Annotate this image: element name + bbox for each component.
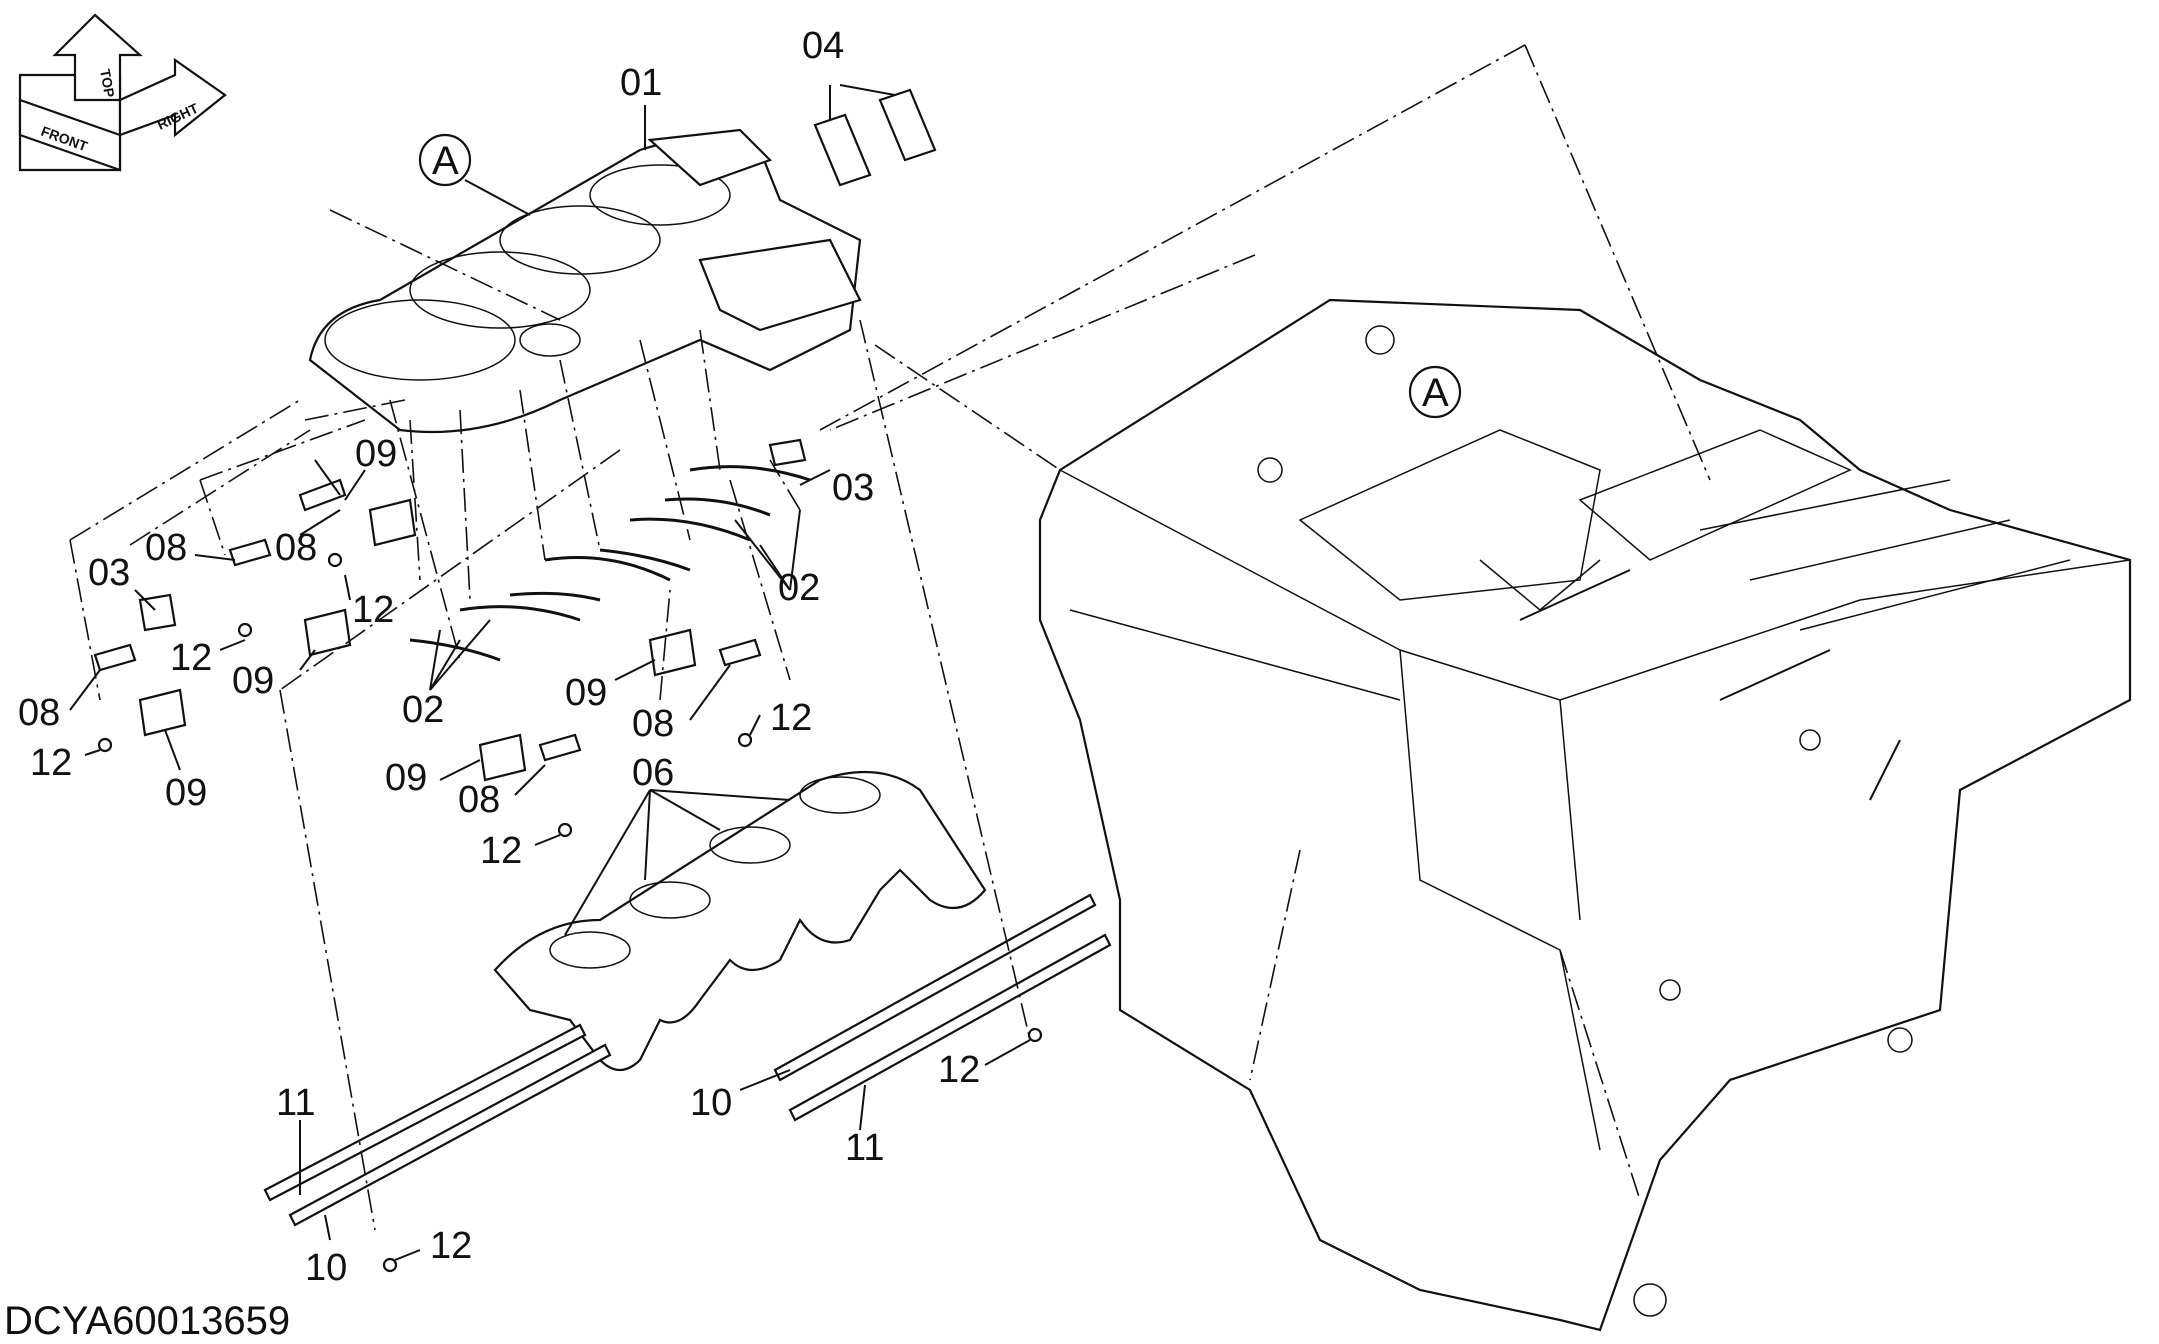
part-04-pair xyxy=(813,84,937,187)
callout-label: 04 xyxy=(802,25,844,67)
callout-label: 08 xyxy=(275,527,317,569)
callout-label: 09 xyxy=(565,672,607,714)
callout-label: 02 xyxy=(778,567,820,609)
orientation-top-label: TOP xyxy=(97,68,118,99)
detail-reference-a-right: A xyxy=(1408,365,1462,419)
callout-label: 01 xyxy=(620,62,662,104)
assembly-lines xyxy=(69,44,1711,1231)
callout-label: 09 xyxy=(232,660,274,702)
callout-label: 06 xyxy=(632,752,674,794)
orientation-indicator: FRONT TOP RIGHT xyxy=(18,13,227,172)
brackets-and-plates xyxy=(93,438,807,838)
console-housing xyxy=(1038,298,2132,1332)
callout-label: 03 xyxy=(832,467,874,509)
callout-label: 09 xyxy=(165,772,207,814)
callout-label: 12 xyxy=(480,830,522,872)
callout-label: 08 xyxy=(145,527,187,569)
callout-label: 03 xyxy=(88,552,130,594)
callout-label: 08 xyxy=(632,703,674,745)
callout-label: 12 xyxy=(938,1049,980,1091)
callout-label: 08 xyxy=(458,779,500,821)
callout-label: 11 xyxy=(276,1082,315,1124)
document-id: DCYA60013659 xyxy=(4,1299,290,1343)
callout-label: 11 xyxy=(845,1127,884,1169)
detail-reference-label: A xyxy=(1422,371,1449,415)
detail-reference-label: A xyxy=(432,139,459,183)
rails-10-11 xyxy=(263,893,1112,1273)
callout-label: 12 xyxy=(770,697,812,739)
top-cover-panel xyxy=(308,128,862,434)
callout-label: 12 xyxy=(352,589,394,631)
detail-reference-a-left: A xyxy=(418,133,472,187)
callout-label: 10 xyxy=(305,1247,347,1289)
callout-label: 09 xyxy=(385,757,427,799)
callout-labels: 01 04 03 09 08 08 03 12 02 12 09 08 12 0… xyxy=(18,25,980,1289)
callout-label: 09 xyxy=(355,433,397,475)
callout-label: 12 xyxy=(170,637,212,679)
leader-lines xyxy=(69,105,1031,1261)
callout-label: 12 xyxy=(430,1225,472,1267)
callout-label: 12 xyxy=(30,742,72,784)
cover-06 xyxy=(493,770,987,1072)
callout-label: 08 xyxy=(18,692,60,734)
callout-label: 10 xyxy=(690,1082,732,1124)
strips-02 xyxy=(409,465,811,662)
callout-label: 02 xyxy=(402,689,444,731)
